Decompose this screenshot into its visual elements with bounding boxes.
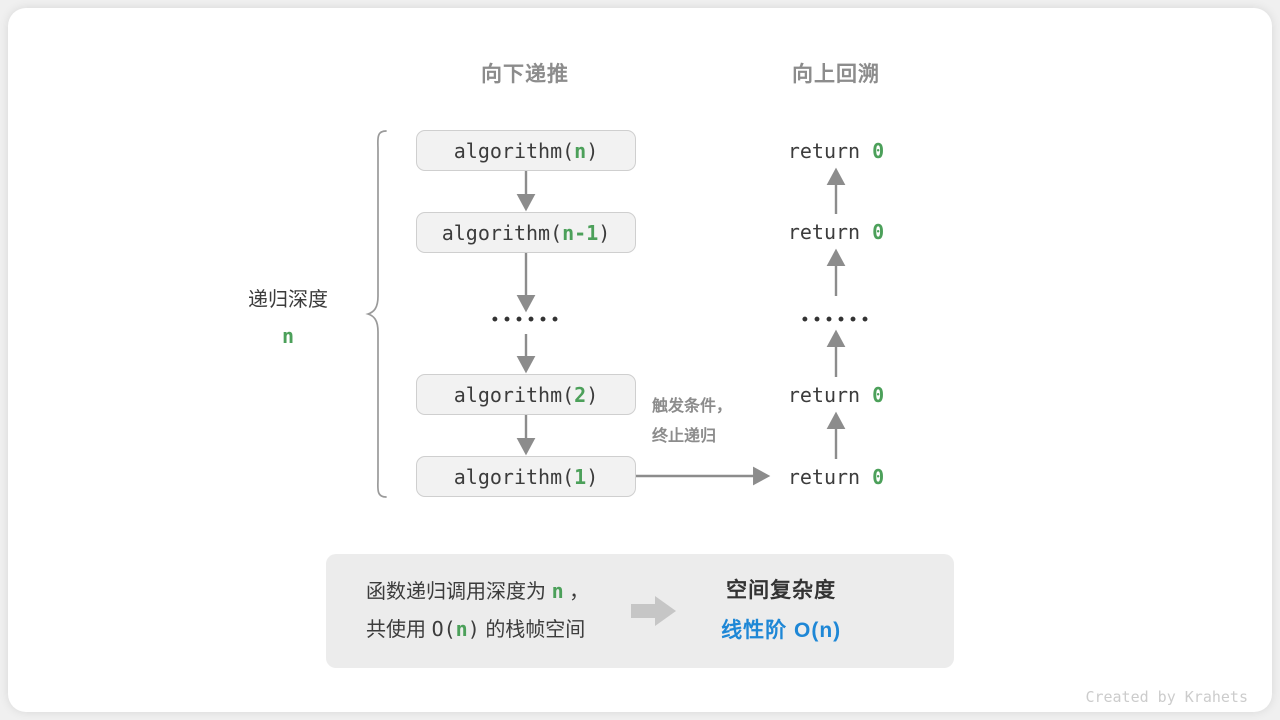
return-label-third: return 0 (788, 383, 884, 407)
right-arrow-icon (631, 596, 677, 626)
return-value: 0 (872, 465, 885, 489)
call-box-name: algorithm( (453, 382, 575, 407)
call-box-arg: n (574, 138, 587, 163)
call-box-arg: 2 (574, 382, 587, 407)
recursion-depth-text: 递归深度 (248, 289, 328, 311)
summary-result-value: 线性阶 O(n) (721, 619, 842, 642)
summary-line2-n: n (455, 617, 468, 641)
recursion-depth-value: n (281, 324, 295, 348)
ellipsis-left-column: •••••• (489, 310, 563, 331)
summary-description: 函数递归调用深度为 n ， 共使用 O(n) 的栈帧空间 (366, 573, 589, 649)
column-title-downward: 向下递推 (481, 63, 569, 86)
summary-result: 空间复杂度 线性阶 O(n) (721, 571, 841, 651)
return-keyword: return (787, 220, 861, 244)
summary-result-title: 空间复杂度 (726, 579, 837, 603)
summary-line1-text-a: 函数递归调用深度为 (366, 581, 546, 603)
summary-line1-n: n (551, 579, 564, 603)
ellipsis-right-column: •••••• (799, 310, 873, 331)
terminate-note: 触发条件， 终止递归 (652, 392, 732, 451)
summary-line2-c: ) (467, 617, 480, 641)
column-title-upward: 向上回溯 (792, 63, 880, 86)
return-label-top: return 0 (788, 139, 884, 163)
recursion-depth-label: 递归深度 n (248, 282, 328, 354)
return-value: 0 (872, 139, 885, 163)
call-box-close: ) (586, 464, 599, 489)
call-box-name: algorithm( (441, 220, 563, 245)
return-label-bottom: return 0 (788, 465, 884, 489)
call-box-name: algorithm( (453, 138, 575, 163)
call-box-arg: 1 (574, 464, 587, 489)
summary-panel: 函数递归调用深度为 n ， 共使用 O(n) 的栈帧空间 空间复杂度 线性阶 O… (326, 554, 954, 668)
call-box-n[interactable]: algorithm(n) (416, 130, 636, 171)
summary-line-2: 共使用 O(n) 的栈帧空间 (366, 611, 589, 649)
summary-line2-text-b: 的栈帧空间 (485, 619, 586, 641)
summary-line2-text-a: 共使用 (366, 619, 426, 641)
summary-line1-text-b: ， (569, 581, 590, 603)
call-box-arg: n-1 (562, 220, 599, 245)
return-value: 0 (872, 383, 885, 407)
return-keyword: return (787, 465, 861, 489)
return-value: 0 (872, 220, 885, 244)
terminate-note-line1: 触发条件， (652, 398, 733, 415)
terminate-note-line2: 终止递归 (652, 427, 717, 445)
return-keyword: return (787, 139, 861, 163)
call-box-close: ) (598, 220, 611, 245)
call-box-name: algorithm( (453, 464, 575, 489)
call-box-n-minus-1[interactable]: algorithm(n-1) (416, 212, 636, 253)
summary-line-1: 函数递归调用深度为 n ， (366, 573, 589, 611)
summary-line2-o: O( (431, 617, 456, 641)
call-box-2[interactable]: algorithm(2) (416, 374, 636, 415)
return-keyword: return (787, 383, 861, 407)
credit-footer: Created by Krahets (1085, 688, 1248, 706)
call-box-1[interactable]: algorithm(1) (416, 456, 636, 497)
call-box-close: ) (586, 138, 599, 163)
call-box-close: ) (586, 382, 599, 407)
return-label-second: return 0 (788, 220, 884, 244)
